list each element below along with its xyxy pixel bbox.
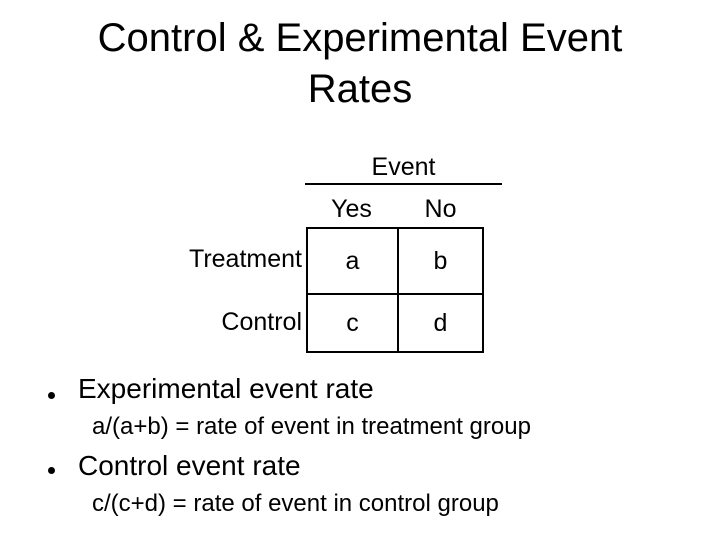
table-column-header-yes: Yes: [331, 195, 372, 223]
table-cell-d: d: [433, 308, 448, 337]
bullet-dot-1: [48, 392, 55, 399]
table-column-header-no: No: [424, 195, 457, 223]
table-row-label-control: Control: [221, 308, 302, 336]
table-cell-c: c: [308, 295, 399, 351]
bullet-1-sub-text: a/(a+b) = rate of event in treatment gro…: [92, 413, 531, 440]
slide-title: Control & Experimental Event Rates: [0, 13, 720, 115]
bullet-1-text: Experimental event rate: [78, 373, 374, 404]
table-cell-b: b: [399, 229, 482, 295]
bullet-2-text: Control event rate: [78, 450, 301, 481]
bullet-dot-2: [48, 467, 55, 474]
table-cell-a: a: [308, 229, 399, 295]
table-header-event: Event: [371, 153, 436, 181]
bullet-2-sub-text: c/(c+d) = rate of event in control group: [92, 490, 499, 517]
event-table: a b c d: [306, 227, 484, 353]
slide-title-line-1: Control & Experimental Event: [97, 16, 623, 60]
slide-title-line-2: Rates: [307, 67, 413, 111]
table-row-label-treatment: Treatment: [188, 245, 302, 273]
table-header-underline: [305, 183, 502, 185]
